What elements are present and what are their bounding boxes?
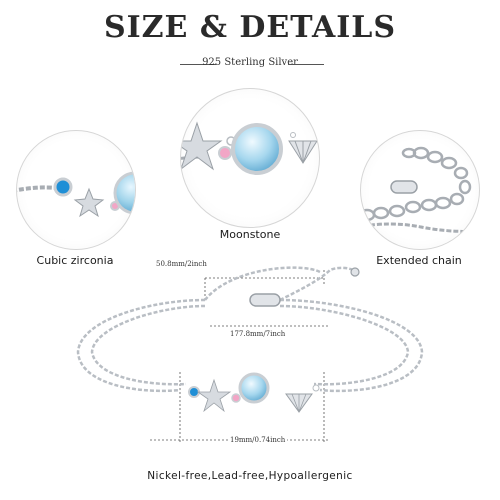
detail-circle-moonstone	[180, 88, 320, 228]
chain-detail-image	[361, 146, 479, 233]
moonstone-detail-image	[181, 121, 318, 175]
page-title: SIZE & DETAILS	[103, 10, 397, 45]
zirconia-detail-image	[17, 171, 135, 218]
detail-circle-chain	[360, 130, 480, 250]
material-subtitle: 925 Sterling Silver	[202, 57, 298, 68]
detail-label-moonstone: Moonstone	[219, 228, 281, 241]
subtitle-divider-right	[288, 64, 324, 65]
extension-measurement: 50.8mm/2inch	[156, 260, 207, 268]
detail-circle-zirconia	[16, 130, 136, 250]
detail-label-chain: Extended chain	[376, 254, 462, 267]
charm-measurement: 19mm/0.74inch	[228, 436, 288, 444]
subtitle-divider-left	[180, 64, 216, 65]
subtitle-row: 925 Sterling Silver	[0, 56, 500, 72]
material-notes: Nickel-free,Lead-free,Hypoallergenic	[147, 470, 353, 482]
length-measurement: 177.8mm/7inch	[230, 330, 286, 338]
detail-label-zirconia: Cubic zirconia	[36, 254, 114, 267]
